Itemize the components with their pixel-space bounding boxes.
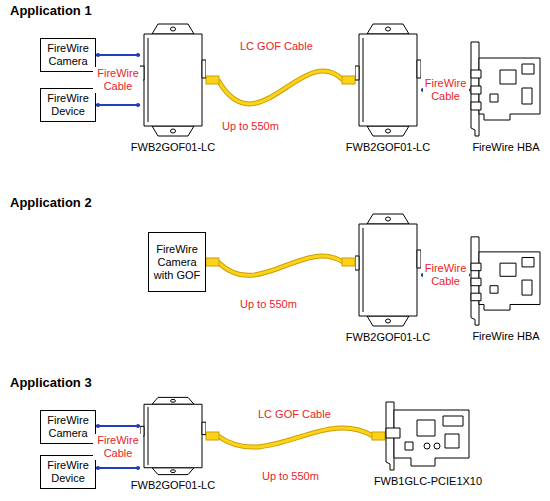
part-name: FWB2GOF01-LC (346, 141, 430, 153)
cable-note: FireWire Cable (93, 67, 143, 93)
cable-end (96, 103, 100, 107)
cable-line (96, 54, 140, 56)
converter-drawing (140, 22, 206, 138)
lc-plug (342, 76, 355, 84)
cable-note: Up to 550m (262, 470, 319, 483)
fiber-cable (206, 256, 355, 275)
converter-unit: FWB2GOF01-LC (355, 212, 421, 328)
box-label: FireWire Camera with GOF (151, 243, 203, 282)
part-name: FWB2GOF01-LC (131, 141, 215, 153)
cable-core (218, 256, 343, 275)
device-box: FireWire Device (40, 455, 96, 489)
part-name: FWB1GLC-PCIE1X10 (374, 475, 482, 487)
device-box: FireWire Camera with GOF (148, 232, 206, 292)
box-label: FireWire Camera (43, 414, 93, 440)
lc-plug (372, 432, 385, 440)
cable-core (218, 428, 373, 447)
box-label: FireWire Device (43, 92, 93, 118)
lc-plug (206, 258, 219, 266)
hba-card-drawing (470, 235, 542, 327)
firewire-cable (96, 424, 140, 428)
cable-end (136, 424, 140, 428)
hba-card-drawing (470, 40, 542, 138)
cable-label: FireWire Cable (423, 77, 469, 103)
cable-end (96, 424, 100, 428)
cable-end (136, 466, 140, 470)
lc-plug (206, 432, 219, 440)
cable-note: Up to 550m (222, 120, 279, 133)
converter-unit: FWB2GOF01-LC (140, 396, 206, 476)
firewire-cable (96, 53, 140, 57)
part-name: FWB2GOF01-LC (346, 331, 430, 343)
cable-outline (218, 428, 373, 447)
cable-label: LC GOF Cable (258, 408, 331, 421)
part-name: FireWire HBA (472, 141, 539, 153)
cable-line (96, 467, 140, 469)
interface-card: FireWire HBA (470, 235, 542, 327)
cable-label: LC GOF Cable (240, 40, 313, 53)
part-name: FireWire HBA (472, 330, 539, 342)
firewire-cable (96, 466, 140, 470)
section-heading: Application 2 (10, 196, 92, 209)
cable-note: Up to 550m (240, 298, 297, 311)
cable-end (136, 103, 140, 107)
lc-plug (342, 258, 355, 266)
box-label: FireWire Device (43, 459, 93, 485)
converter-drawing (355, 22, 421, 138)
cable-end (136, 53, 140, 57)
converter-unit: FWB2GOF01-LC (355, 22, 421, 138)
cable-label: FireWire Cable (423, 262, 469, 288)
fiber-cable (206, 71, 355, 104)
section-heading: Application 3 (10, 376, 92, 389)
interface-card: FWB1GLC-PCIE1X10 (385, 400, 471, 472)
converter-drawing (140, 396, 206, 476)
fiber-cable (206, 428, 385, 447)
section-heading: Application 1 (10, 4, 92, 17)
device-box: FireWire Camera (40, 410, 96, 444)
device-box: FireWire Camera (40, 38, 96, 72)
cable-end (96, 466, 100, 470)
cable-line (96, 425, 140, 427)
cable-end (96, 53, 100, 57)
cable-line (96, 104, 140, 106)
device-box: FireWire Device (40, 88, 96, 122)
converter-drawing (355, 212, 421, 328)
interface-card: FireWire HBA (470, 40, 542, 138)
converter-unit: FWB2GOF01-LC (140, 22, 206, 138)
box-label: FireWire Camera (43, 42, 93, 68)
cable-note: FireWire Cable (93, 434, 143, 460)
pcie-card-drawing (385, 400, 471, 472)
lc-plug (206, 76, 219, 84)
part-name: FWB2GOF01-LC (131, 479, 215, 491)
cable-outline (218, 256, 343, 275)
cable-core (218, 71, 343, 104)
firewire-cable (96, 103, 140, 107)
cable-outline (218, 71, 343, 104)
